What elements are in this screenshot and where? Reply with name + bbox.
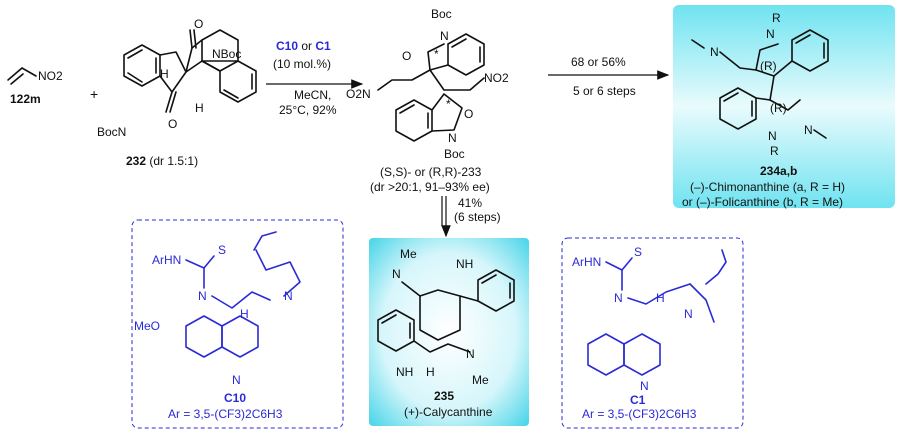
- svg-text:MeO: MeO: [134, 319, 160, 333]
- compound-232-label: 232 (dr 1.5:1): [126, 154, 198, 168]
- svg-text:N: N: [284, 289, 293, 303]
- svg-text:N: N: [614, 291, 623, 305]
- svg-text:R: R: [770, 144, 779, 158]
- chimonanthine-label: (–)-Chimonanthine (a, R = H): [690, 180, 845, 194]
- svg-text:*: *: [446, 97, 451, 111]
- svg-text:*: *: [434, 47, 439, 61]
- arrow-2-yield: 68 or 56%: [571, 55, 626, 69]
- oxygen-label: O: [194, 17, 203, 31]
- svg-text:NH: NH: [396, 365, 413, 379]
- compound-122m-label: 122m: [10, 92, 41, 106]
- svg-text:N: N: [640, 379, 649, 393]
- svg-text:N: N: [198, 289, 207, 303]
- svg-text:N: N: [448, 131, 457, 145]
- svg-text:Me: Me: [472, 373, 489, 387]
- svg-text:Boc: Boc: [431, 7, 452, 21]
- svg-text:(R): (R): [770, 101, 787, 115]
- svg-text:O: O: [402, 49, 411, 63]
- svg-text:H: H: [656, 291, 665, 305]
- product-233-structure: Boc N O * O2N NO2 O * N Boc (S,S)- or (R…: [346, 7, 509, 194]
- svg-text:N: N: [684, 307, 693, 321]
- svg-text:Boc: Boc: [444, 147, 465, 161]
- catalyst-choice: C10 or C1: [276, 39, 331, 53]
- h-label-1: H: [160, 67, 169, 81]
- svg-text:R: R: [772, 11, 781, 25]
- svg-text:O: O: [168, 117, 177, 131]
- product-235-structure: Me N NH NH H N Me 235 (+)-Calycanthine: [377, 247, 515, 419]
- svg-text:N: N: [466, 347, 475, 361]
- compound-235-label: 235: [434, 389, 454, 403]
- catalyst-c1-ar: Ar = 3,5-(CF3)2C6H3: [582, 407, 697, 421]
- catalyst-c10-label: C10: [224, 391, 246, 405]
- catalyst-c10-structure: ArHN S N N H MeO N C10 Ar = 3,5-(CF3)2C6…: [134, 231, 301, 421]
- svg-text:S: S: [634, 245, 642, 259]
- catalyst-c10-box: [131, 219, 344, 429]
- svg-text:ArHN: ArHN: [572, 255, 601, 269]
- compound-233-label: (S,S)- or (R,R)-233: [380, 165, 482, 179]
- catalyst-c1-label: C1: [630, 393, 646, 407]
- svg-text:Me: Me: [400, 247, 417, 261]
- svg-text:N: N: [232, 373, 241, 387]
- catalyst-c1-structure: ArHN S N N H N C1 Ar = 3,5-(CF3)2C6H3: [572, 245, 727, 421]
- solvent-label: MeCN,: [294, 88, 331, 102]
- h-label-2: H: [195, 101, 204, 115]
- svg-text:N: N: [766, 27, 775, 41]
- svg-text:N: N: [392, 267, 401, 281]
- substrate-232-structure: O NBoc BocN O H H 232 (dr 1.5:1): [97, 17, 257, 168]
- arrow-3-steps: (6 steps): [454, 210, 501, 224]
- nitro-group-label: NO2: [38, 69, 63, 83]
- catalyst-c10-ar: Ar = 3,5-(CF3)2C6H3: [168, 407, 283, 421]
- folicanthine-label: or (–)-Folicanthine (b, R = Me): [682, 195, 843, 209]
- catalyst-loading: (10 mol.%): [273, 57, 331, 71]
- plus-sign: +: [90, 86, 98, 102]
- compound-233-dr-ee: (dr >20:1, 91–93% ee): [370, 180, 490, 194]
- svg-text:ArHN: ArHN: [152, 253, 181, 267]
- svg-text:NH: NH: [456, 257, 473, 271]
- nitroethylene-structure: NO2 122m: [7, 67, 63, 106]
- svg-text:S: S: [218, 243, 226, 257]
- svg-text:O2N: O2N: [346, 87, 371, 101]
- arrow-3-yield: 41%: [458, 196, 482, 210]
- svg-text:N: N: [768, 129, 777, 143]
- catalyst-c1-box: [561, 237, 744, 429]
- product-234-structure: R N N (R) (R) N N R 234a,b (–)-Chimonant…: [682, 11, 845, 209]
- product-235-box: [369, 238, 529, 426]
- nboc-top-label: NBoc: [212, 47, 241, 61]
- temp-yield-label: 25°C, 92%: [279, 103, 337, 117]
- svg-text:N: N: [710, 45, 719, 59]
- svg-text:NO2: NO2: [484, 71, 509, 85]
- svg-text:H: H: [426, 365, 435, 379]
- svg-text:H: H: [240, 307, 249, 321]
- bocn-left-label: BocN: [97, 125, 126, 139]
- svg-text:(R): (R): [760, 59, 777, 73]
- svg-text:N: N: [440, 29, 449, 43]
- product-234-box: [673, 5, 895, 208]
- compound-234-label: 234a,b: [760, 164, 797, 178]
- calycanthine-label: (+)-Calycanthine: [404, 405, 493, 419]
- svg-text:N: N: [804, 123, 813, 137]
- svg-text:O: O: [464, 107, 473, 121]
- arrow-2-steps: 5 or 6 steps: [573, 84, 636, 98]
